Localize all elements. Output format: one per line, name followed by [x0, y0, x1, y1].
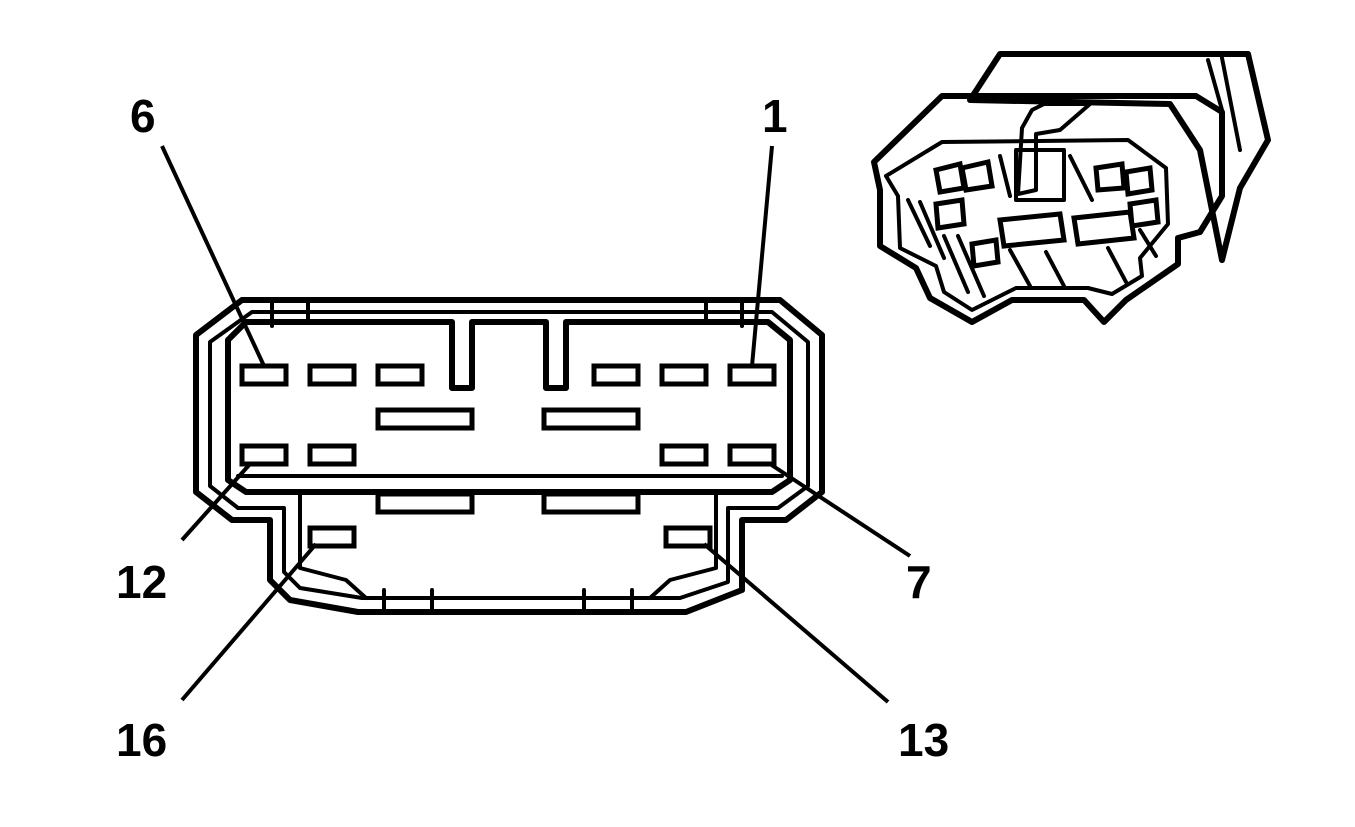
label-pin-1: 1: [762, 90, 788, 142]
cavity-pin-7: [727, 443, 777, 467]
cavity-pin-12: [239, 443, 289, 467]
pin-labels: 6 1 12 7 16 13: [116, 90, 949, 766]
cavity-pin-11: [307, 443, 357, 467]
cavity-pin-13: [663, 525, 713, 549]
leader-pin-12: [180, 462, 252, 542]
leader-pin-7: [768, 462, 912, 558]
connector-face: [193, 297, 825, 615]
cavity-pin-4: [375, 363, 425, 387]
iso-terminal-wide-1: [997, 211, 1067, 249]
iso-hatching: [906, 154, 1158, 298]
iso-terminal-2: [959, 158, 995, 193]
label-pin-13: 13: [898, 714, 949, 766]
cavity-pin-1: [727, 363, 777, 387]
leader-pin-6: [160, 145, 266, 367]
lower-skirt-outline: [298, 490, 718, 600]
iso-back-body: [967, 51, 1271, 263]
cavity-field-outline: [225, 319, 793, 495]
iso-terminal-7: [969, 237, 1001, 269]
iso-center-key: [1014, 148, 1066, 202]
label-pin-7: 7: [906, 556, 932, 608]
cavity-wide-left-b: [375, 491, 475, 515]
iso-front-outer: [871, 93, 1225, 325]
cavity-pin-2: [659, 363, 709, 387]
cavity-pin-5: [307, 363, 357, 387]
label-pin-6: 6: [130, 90, 156, 142]
iso-front-inner: [884, 138, 1170, 312]
cavity-wide-right-b: [541, 491, 641, 515]
leader-pin-13: [702, 542, 890, 704]
iso-terminal-wide-2: [1071, 209, 1137, 247]
cavity-pin-3: [591, 363, 641, 387]
cavity-pin-8: [659, 443, 709, 467]
iso-terminal-4: [1123, 165, 1155, 197]
iso-back-ridge: [1206, 56, 1242, 152]
label-pin-12: 12: [116, 556, 167, 608]
connector-isometric-view: [871, 51, 1271, 325]
cavity-pin-16: [307, 525, 357, 549]
cavity-wide-right-a: [541, 407, 641, 431]
leader-lines: [160, 145, 912, 704]
iso-terminal-5: [933, 197, 967, 231]
cavity-pin-6: [239, 363, 289, 387]
iso-terminal-6: [1127, 197, 1161, 229]
leader-pin-1: [750, 145, 774, 367]
label-pin-16: 16: [116, 714, 167, 766]
leader-pin-16: [180, 542, 318, 702]
cavity-wide-left-a: [375, 407, 475, 431]
housing-inner-outline: [208, 310, 810, 600]
iso-terminal-3: [1093, 161, 1127, 193]
iso-latch: [1016, 102, 1092, 196]
